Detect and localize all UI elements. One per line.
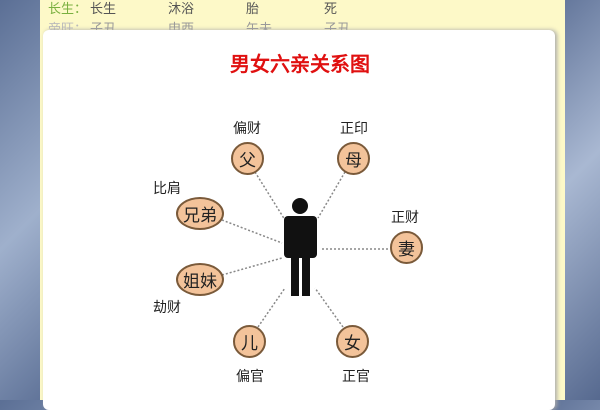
node-son: 儿	[233, 325, 266, 358]
label-daughter-role: 正官	[342, 369, 370, 385]
diagram-title: 男女六亲关系图	[230, 52, 370, 76]
cell: 胎	[246, 2, 260, 17]
label-sisters-role: 劫财	[153, 300, 181, 316]
cell: 长生	[90, 2, 117, 17]
line-father	[254, 171, 286, 221]
cell: 死	[324, 2, 338, 17]
table-row: 长生： 长生 沐浴 胎 死	[48, 0, 402, 17]
node-wife: 妻	[390, 231, 423, 264]
line-sisters	[221, 257, 283, 276]
person-icon	[284, 198, 317, 296]
line-son	[257, 287, 286, 328]
label-brothers-role: 比肩	[153, 181, 181, 197]
label-mother-role: 正印	[340, 121, 368, 137]
connector-lines	[221, 171, 390, 328]
line-mother	[317, 171, 346, 219]
node-daughter: 女	[336, 325, 369, 358]
row-label: 长生：	[48, 2, 88, 17]
cell: 沐浴	[168, 2, 195, 17]
node-brothers: 兄弟	[176, 197, 224, 230]
node-mother: 母	[337, 142, 370, 175]
label-wife-role: 正财	[391, 210, 419, 226]
line-brothers	[221, 219, 283, 244]
label-father-role: 偏财	[233, 121, 261, 137]
node-sisters: 姐妹	[176, 263, 224, 296]
label-son-role: 偏官	[236, 369, 264, 385]
line-daughter	[314, 287, 344, 328]
node-father: 父	[231, 142, 264, 175]
